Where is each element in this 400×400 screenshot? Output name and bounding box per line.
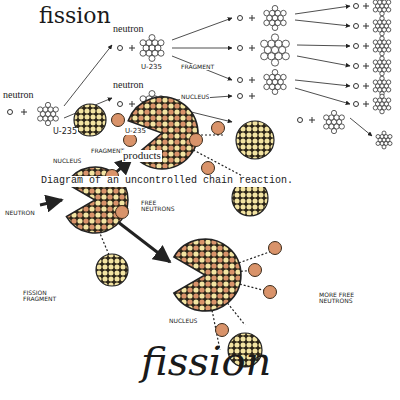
u235-cluster xyxy=(373,94,391,114)
u235-cluster xyxy=(373,16,391,36)
plus-sign xyxy=(129,101,135,107)
u235-cluster xyxy=(376,131,392,149)
neutron-dot xyxy=(354,84,359,89)
reaction-arrow xyxy=(172,48,232,49)
plus-sign xyxy=(363,43,369,49)
u235-cluster xyxy=(264,5,286,30)
diagram-label: FRAGMENT xyxy=(180,64,215,70)
reaction-arrow xyxy=(295,20,350,26)
diagram-label: NUCLEUS xyxy=(180,94,210,100)
plus-sign xyxy=(363,63,369,69)
neutron-dot xyxy=(118,102,123,107)
neutron-dot xyxy=(8,110,13,115)
u235-cluster xyxy=(324,110,345,133)
plus-sign xyxy=(249,15,255,21)
u235-cluster xyxy=(373,0,391,16)
reaction-arrow xyxy=(295,80,350,86)
u235-cluster xyxy=(261,34,290,66)
free-neutron xyxy=(202,162,215,175)
diagram-label: products xyxy=(122,150,162,162)
neutron-dot xyxy=(238,94,243,99)
u235-cluster xyxy=(373,56,391,76)
neutron-dot xyxy=(118,46,123,51)
diagram-label: NUCLEUS xyxy=(52,158,82,164)
diagram-label: Diagram of an uncontrolled chain reactio… xyxy=(40,176,294,187)
plus-sign xyxy=(249,77,255,83)
diagram-label: FRAGMENT xyxy=(90,148,125,154)
plus-sign xyxy=(363,23,369,29)
reaction-arrow xyxy=(118,222,170,262)
free-neutron xyxy=(249,264,262,277)
plus-sign xyxy=(21,109,27,115)
diagram-label: FISSION FRAGMENT xyxy=(22,290,66,303)
reaction-arrow xyxy=(297,56,350,66)
diagram-label: MORE FREE NEUTRONS xyxy=(318,292,370,305)
diagram-label: neutron xyxy=(2,90,35,101)
diagram-label: NEUTRON xyxy=(4,210,36,216)
u235-cluster xyxy=(38,102,59,125)
reaction-arrow xyxy=(295,6,350,14)
neutron-dot xyxy=(354,24,359,29)
diagram-label: neutron xyxy=(112,24,145,35)
reaction-arrow xyxy=(297,45,350,46)
fission-fragment xyxy=(96,254,128,286)
neutron-dot xyxy=(238,16,243,21)
diagram-label: NUCLEUS xyxy=(168,318,198,324)
free-neutron xyxy=(264,286,277,299)
diagram-label: U-235 xyxy=(52,128,78,136)
free-neutron xyxy=(216,324,229,337)
neutron-dot xyxy=(354,102,359,107)
diagram-label: U-235 xyxy=(124,128,147,135)
neutron-dot xyxy=(238,78,243,83)
plus-sign xyxy=(129,45,135,51)
free-neutron xyxy=(212,122,225,135)
fission-fragment xyxy=(74,104,106,136)
reaction-arrow xyxy=(172,18,232,40)
diagram-label: U-235 xyxy=(140,64,163,71)
title-text: fission xyxy=(38,4,112,27)
free-neutron xyxy=(190,134,203,147)
u235-cluster xyxy=(264,69,286,94)
plus-sign xyxy=(309,117,315,123)
reaction-arrow xyxy=(350,118,372,136)
split-nucleus xyxy=(174,239,241,311)
neutron-dot xyxy=(354,44,359,49)
free-neutron xyxy=(116,206,129,219)
free-neutron xyxy=(269,242,282,255)
neutron-dot xyxy=(354,4,359,9)
neutron-dot xyxy=(298,118,303,123)
free-neutron xyxy=(112,114,125,127)
reaction-arrow xyxy=(64,45,112,106)
caption-text: fission xyxy=(140,340,272,382)
reaction-arrow xyxy=(172,56,232,80)
plus-sign xyxy=(249,45,255,51)
free-neutron xyxy=(124,134,137,147)
plus-sign xyxy=(363,3,369,9)
plus-sign xyxy=(363,101,369,107)
u235-cluster xyxy=(373,36,391,56)
u235-cluster xyxy=(373,76,391,96)
reaction-arrow xyxy=(40,200,62,205)
plus-sign xyxy=(363,83,369,89)
diagram-label: FREE NEUTRONS xyxy=(140,200,176,213)
u235-cluster xyxy=(140,35,164,62)
reaction-arrow xyxy=(295,88,350,104)
plus-sign xyxy=(249,93,255,99)
neutron-dot xyxy=(238,46,243,51)
diagram-label: neutron xyxy=(112,80,145,91)
fission-fragment xyxy=(236,121,274,159)
neutron-dot xyxy=(354,64,359,69)
